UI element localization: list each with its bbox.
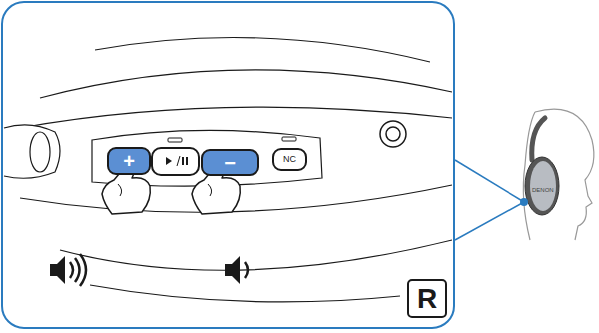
volume-down-button: − [201,149,259,176]
earcup-arc [40,70,452,98]
button-label: + [123,151,135,171]
volume-down-icon [225,256,240,284]
finger-detail [118,184,212,196]
earcup-arc [90,285,400,302]
volume-up-icon [70,254,86,286]
brand-logo: DENON [532,187,554,193]
indicator-led [282,137,296,141]
pause-symbol [182,157,184,165]
audio-jack [380,121,406,147]
button-label: − [224,153,236,173]
side-knob [30,132,50,172]
earcup-arc [60,240,452,270]
side-knob [4,125,60,178]
callout-line [455,202,524,240]
indicator-led [168,138,182,142]
button-label: R [417,285,437,313]
volume-up-button: + [107,147,151,175]
callout-dot [520,198,528,206]
callout-panel [2,2,454,328]
volume-down-icon [245,262,248,278]
earcup-face [530,161,556,211]
play-symbol [177,156,180,166]
earcup [525,157,559,215]
side-marker: R [407,279,447,318]
volume-up-icon [50,256,65,284]
pause-symbol [186,157,188,165]
nc-button: NC [272,148,307,171]
earcup-arc [95,38,430,63]
button-label: NC [283,155,296,164]
audio-jack [386,127,400,141]
head-outline [523,109,594,240]
headband [532,118,545,160]
play-symbol [166,157,172,165]
play-pause-button [152,148,199,175]
callout-line [455,160,524,202]
